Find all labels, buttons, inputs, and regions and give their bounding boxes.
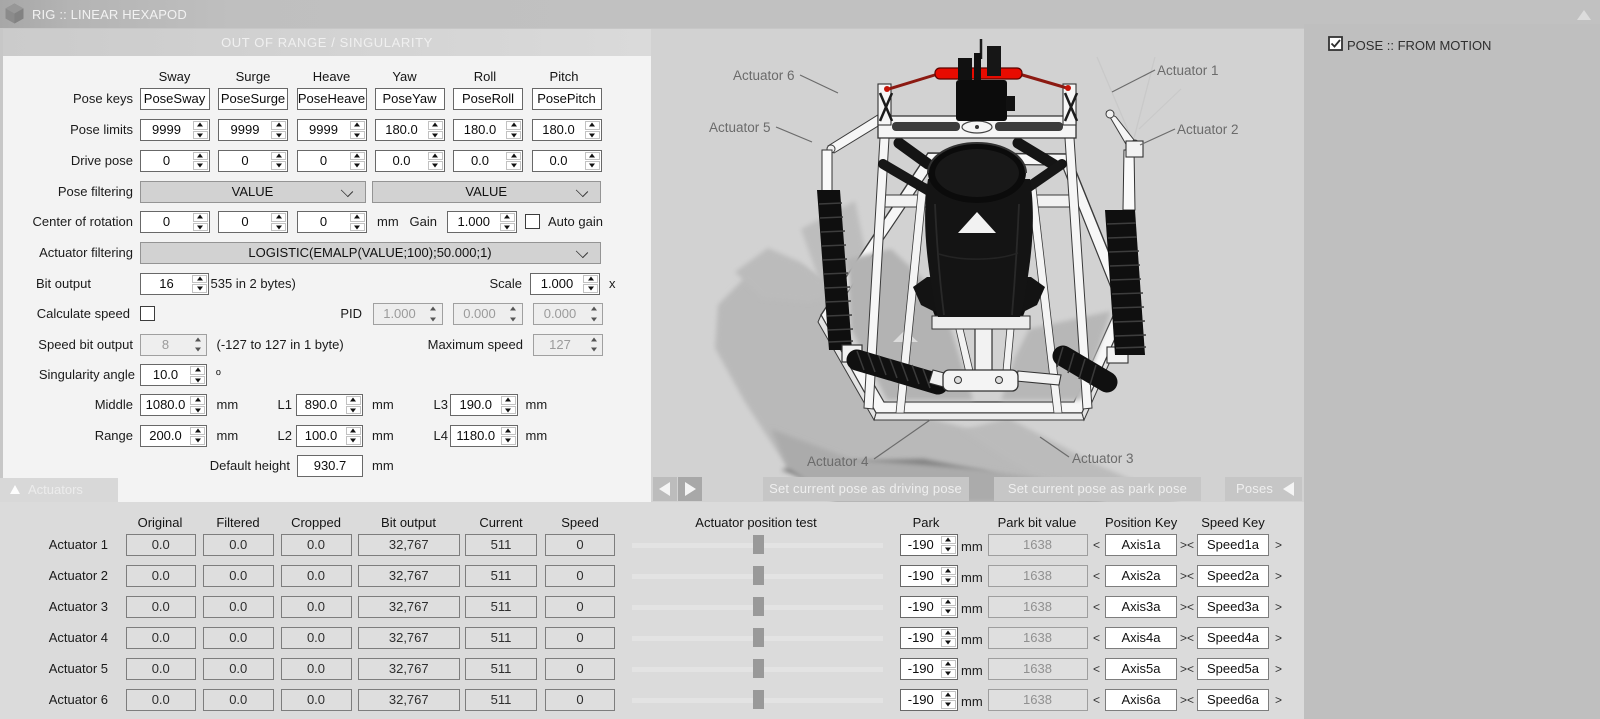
svg-text:Actuator 3: Actuator 3	[1072, 451, 1134, 466]
svg-text:Actuator 1: Actuator 1	[1157, 63, 1219, 78]
svg-text:Actuator 6: Actuator 6	[733, 68, 795, 83]
svg-text:Actuator 5: Actuator 5	[709, 120, 771, 135]
svg-text:Actuator 4: Actuator 4	[807, 454, 869, 469]
svg-text:Actuator 2: Actuator 2	[1177, 122, 1239, 137]
